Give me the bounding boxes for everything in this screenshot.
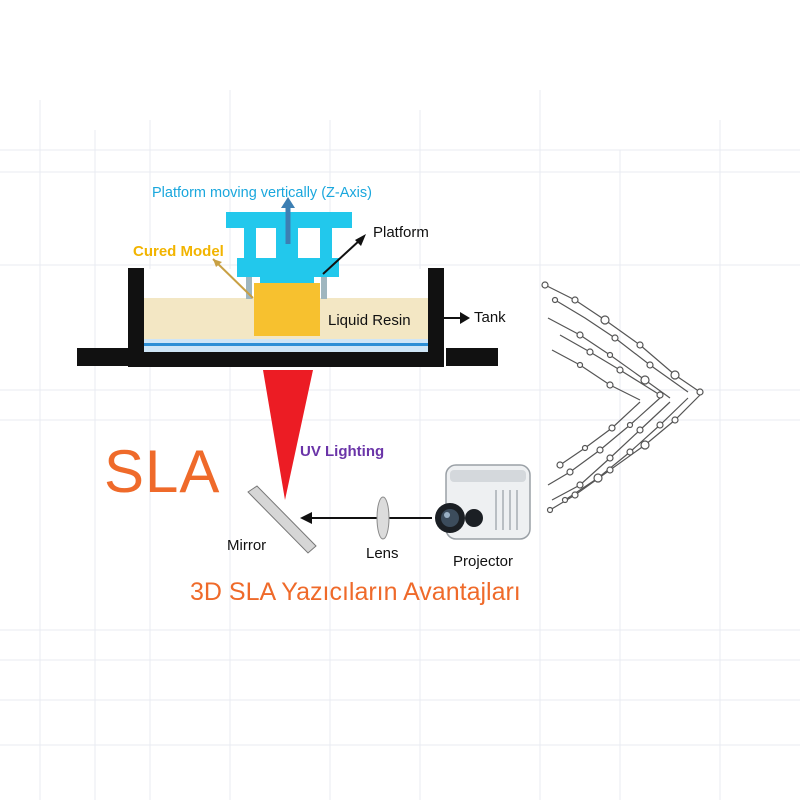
cured-model-label: Cured Model — [133, 243, 224, 260]
resin-blue-line — [144, 343, 428, 346]
cured-model — [254, 283, 320, 336]
mirror — [247, 485, 317, 554]
lens — [376, 496, 390, 540]
lens-label: Lens — [366, 545, 399, 562]
subtitle: 3D SLA Yazıcıların Avantajları — [190, 578, 521, 606]
mirror-label: Mirror — [227, 537, 267, 554]
tank-label: Tank — [474, 309, 506, 326]
cured-model-pointer — [212, 258, 254, 299]
circuit-nodes — [541, 281, 704, 514]
platform-label: Platform — [373, 224, 429, 241]
projector-label: Projector — [453, 553, 514, 570]
liquid-resin-label: Liquid Resin — [328, 312, 411, 329]
circuit-chevron — [544, 284, 701, 511]
platform-pointer — [322, 239, 361, 275]
uv-beam — [263, 370, 313, 500]
sla-heading: SLA — [104, 438, 221, 505]
build-base — [77, 348, 498, 366]
z-axis-label: Platform moving vertically (Z-Axis) — [152, 185, 372, 201]
projector — [435, 464, 531, 540]
uv-lighting-label: UV Lighting — [300, 443, 385, 460]
